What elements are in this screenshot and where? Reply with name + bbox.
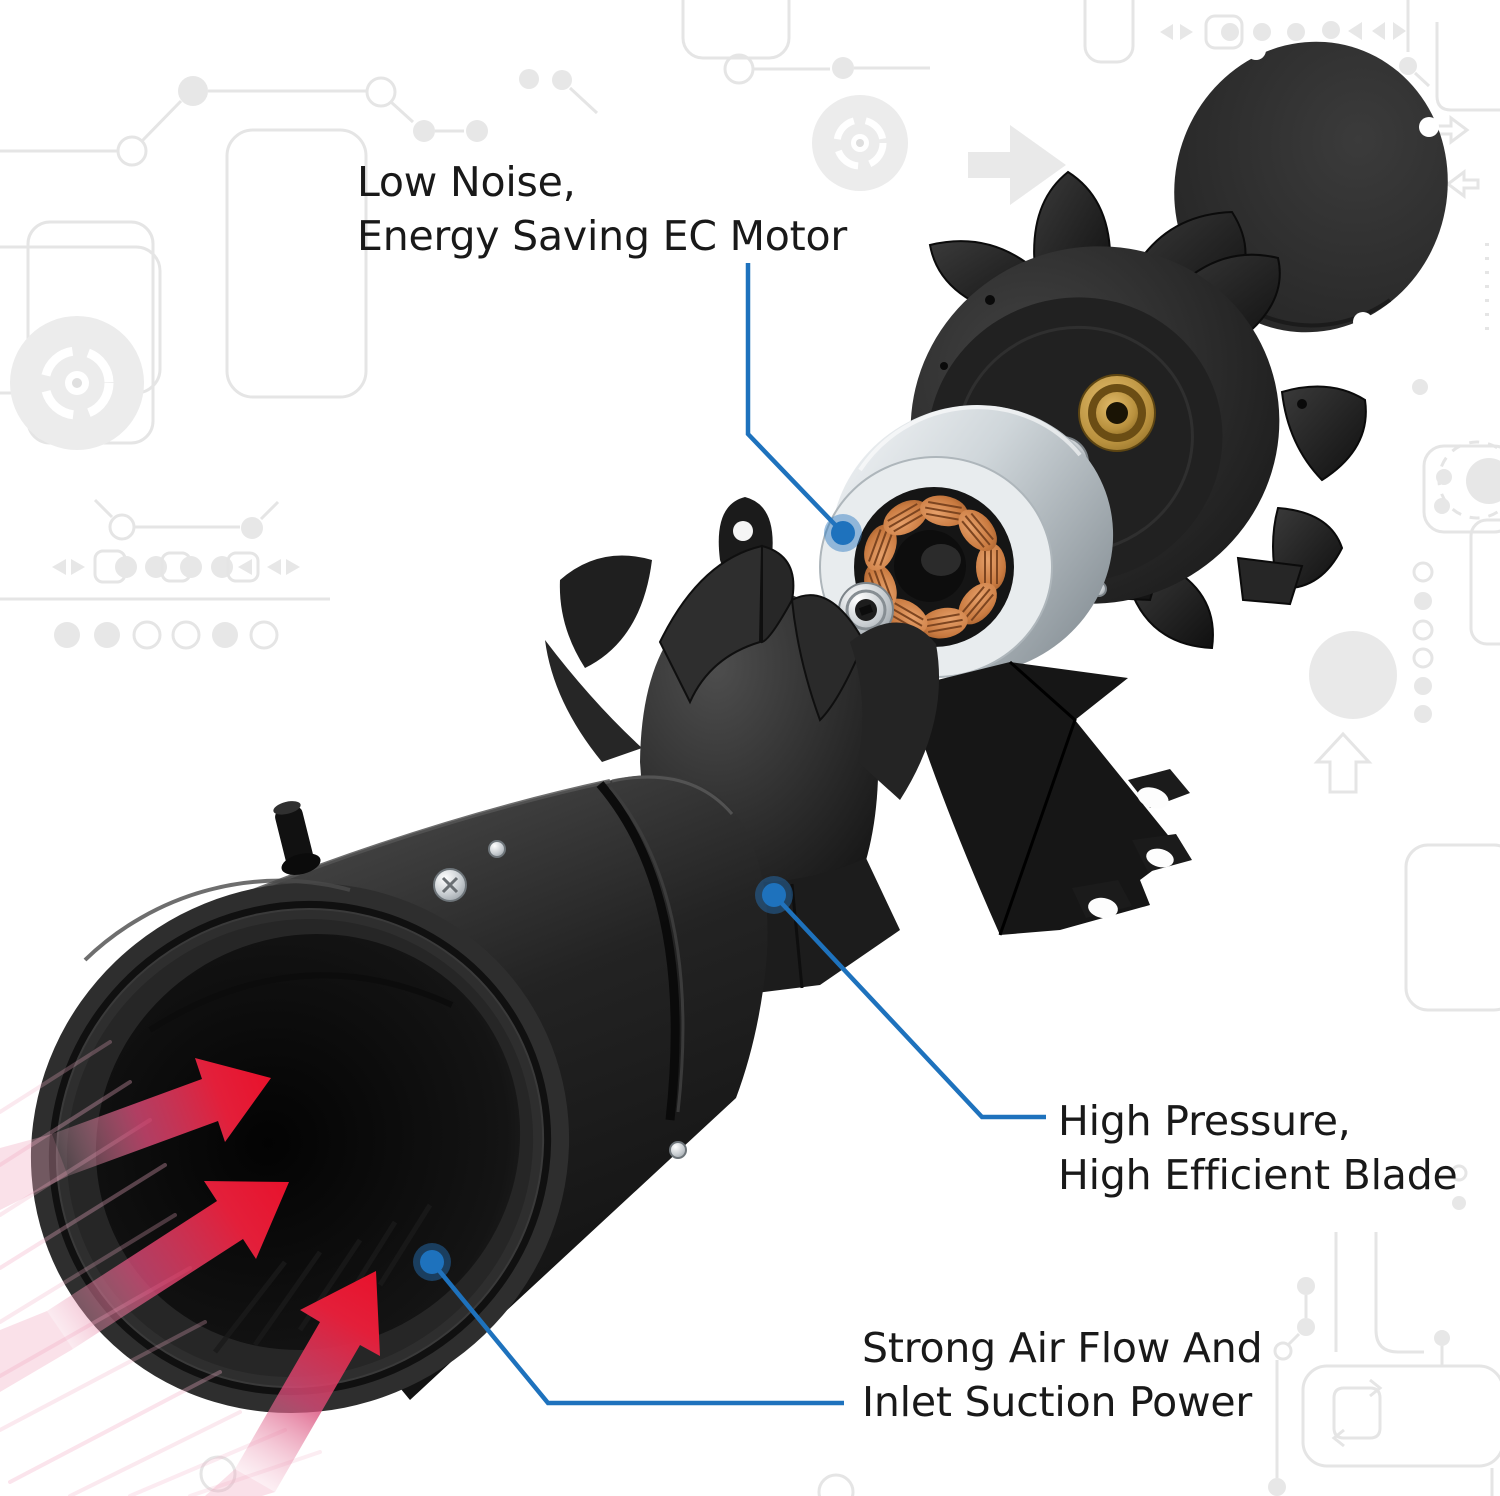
label-airflow-line2: Inlet Suction Power xyxy=(862,1378,1253,1426)
label-airflow-line1: Strong Air Flow And xyxy=(862,1324,1263,1372)
callout-line-airflow xyxy=(430,1260,844,1406)
label-ec-motor-line1: Low Noise, xyxy=(357,158,576,206)
cable-gland xyxy=(273,801,321,875)
duct-screws xyxy=(433,840,687,1159)
label-airflow: Strong Air Flow And Inlet Suction Power xyxy=(862,1321,1263,1429)
airflow-arrows xyxy=(0,1040,380,1496)
mounting-bracket xyxy=(905,660,1192,936)
label-blade-line1: High Pressure, xyxy=(1058,1097,1351,1145)
stator-coils xyxy=(864,495,1006,639)
callout-lines xyxy=(413,263,1046,1406)
label-blade: High Pressure, High Efficient Blade xyxy=(1058,1094,1458,1202)
ec-motor xyxy=(819,405,1114,678)
label-ec-motor: Low Noise, Energy Saving EC Motor xyxy=(357,155,847,263)
suction-streaks xyxy=(0,1040,322,1496)
label-ec-motor-line2: Energy Saving EC Motor xyxy=(357,212,848,260)
callout-line-ec-motor xyxy=(745,263,845,535)
callout-line-blade xyxy=(772,893,1046,1120)
label-blade-line2: High Efficient Blade xyxy=(1058,1151,1458,1199)
